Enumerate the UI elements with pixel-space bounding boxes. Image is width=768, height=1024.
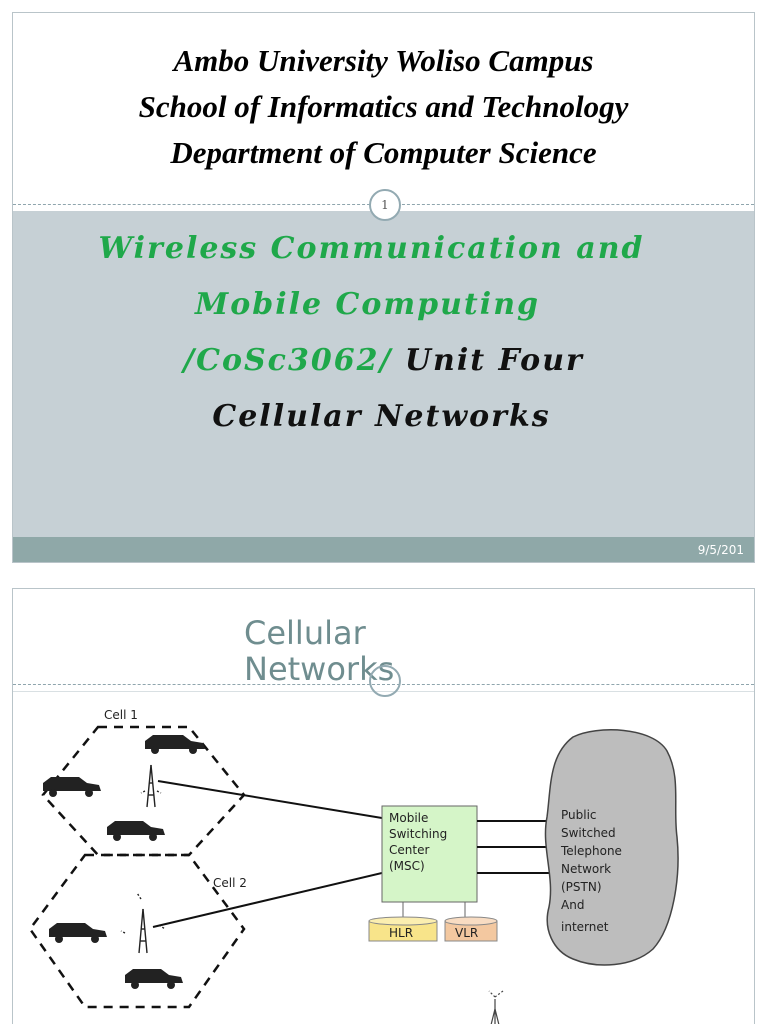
- slide-title: Cellular Networks: [244, 615, 444, 687]
- pstn-cloud-icon: [544, 729, 679, 966]
- cell-1-label: Cell 1: [104, 708, 138, 722]
- course-code-line: /CoSc3062/ Unit Four: [13, 343, 754, 378]
- slide-number-badge: [369, 665, 401, 697]
- school-name: School of Informatics and Technology: [138, 89, 629, 124]
- slide-footer: 9/5/201: [13, 537, 754, 562]
- title-slide: Ambo University Woliso Campus School of …: [12, 12, 755, 563]
- car-icon: [107, 821, 165, 841]
- pstn-label-line4: Network: [561, 862, 611, 876]
- base-station-2-icon: [120, 892, 166, 954]
- slide-date: 9/5/201: [697, 543, 744, 557]
- cellular-network-diagram: Cell 1 Cell 2: [13, 697, 754, 1024]
- course-code: /CoSc3062/: [183, 343, 393, 378]
- pstn-label-line5: (PSTN): [561, 880, 602, 894]
- vlr-database-icon: [444, 916, 498, 942]
- unit-label: Unit Four: [392, 343, 584, 378]
- link-bs1-msc: [157, 780, 383, 819]
- cell-2-label: Cell 2: [213, 876, 247, 890]
- antenna-icon: [488, 990, 504, 1024]
- msc-box: [381, 805, 478, 903]
- car-icon: [145, 735, 205, 754]
- content-slide: Cellular Networks Cell 1 Cell 2: [12, 588, 755, 1024]
- cell-2-hexagon: [28, 853, 246, 1009]
- hlr-label: HLR: [389, 926, 413, 940]
- slide-number-badge: 1: [369, 189, 401, 221]
- pstn-label-line2: Switched: [561, 826, 616, 840]
- car-icon: [49, 923, 107, 943]
- pstn-label-line7: internet: [561, 920, 609, 934]
- msc-label-line2: Switching: [389, 827, 447, 841]
- pstn-label-line3: Telephone: [560, 844, 622, 858]
- unit-title: Cellular Networks: [212, 399, 551, 434]
- course-title-line1: Wireless Communication and: [98, 231, 645, 266]
- slide-title-line2: Networks: [244, 650, 395, 688]
- vlr-label: VLR: [455, 926, 478, 940]
- slide-header: Ambo University Woliso Campus School of …: [13, 13, 754, 205]
- pstn-label-line6: And: [561, 898, 584, 912]
- course-title-line2: Mobile Computing: [195, 287, 540, 322]
- car-icon: [125, 969, 183, 989]
- base-station-1-icon: [140, 764, 162, 808]
- title-panel: [13, 211, 754, 537]
- msc-label-line3: Center: [389, 843, 429, 857]
- slide-title-line1: Cellular: [244, 614, 366, 652]
- department-name: Department of Computer Science: [170, 135, 597, 170]
- link-bs2-msc: [152, 872, 383, 928]
- pstn-label-line1: Public: [561, 808, 597, 822]
- msc-label-line4: (MSC): [389, 859, 425, 873]
- university-name: Ambo University Woliso Campus: [173, 43, 594, 78]
- hlr-database-icon: [368, 916, 438, 942]
- msc-label-line1: Mobile: [389, 811, 428, 825]
- car-icon: [43, 777, 101, 797]
